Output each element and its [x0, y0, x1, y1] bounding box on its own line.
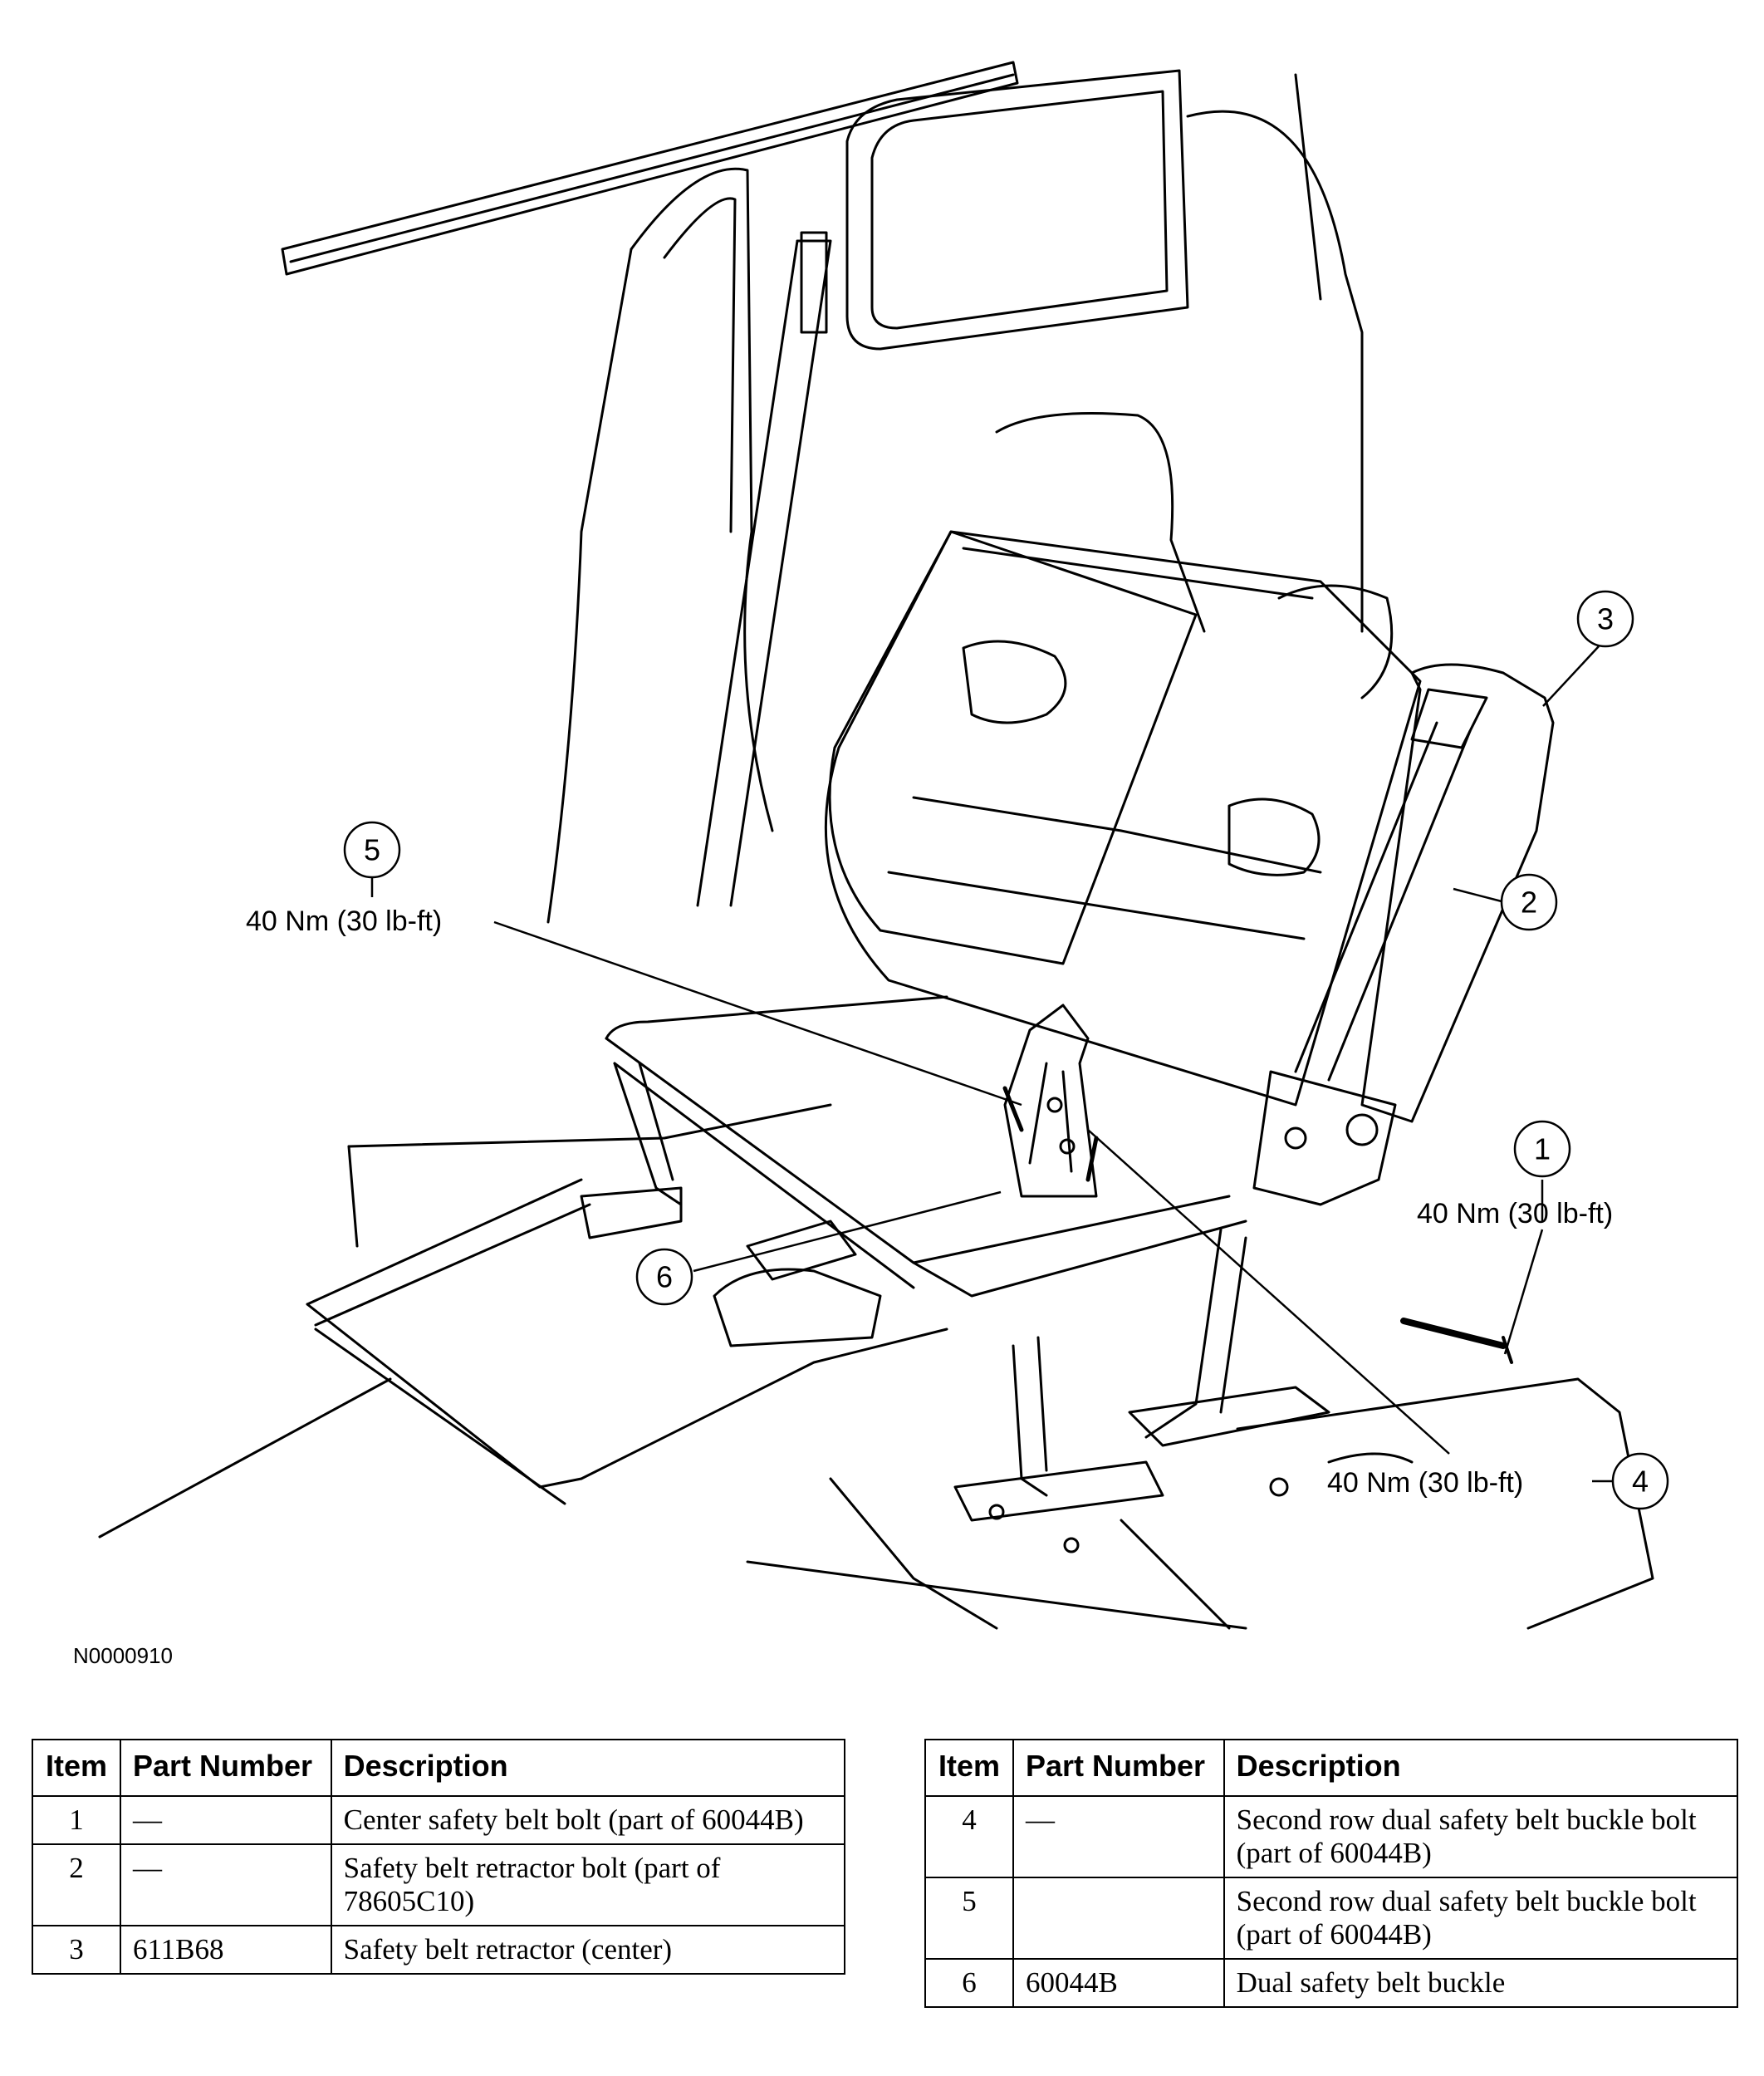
table-row: 3 611B68 Safety belt retractor (center) [32, 1925, 846, 1975]
callout-3: 3 [1576, 590, 1634, 648]
leader-2 [1453, 887, 1502, 903]
callout-6-number: 6 [656, 1260, 673, 1294]
table-header-row: Item Part Number Description [924, 1739, 1739, 1797]
table-header-row: Item Part Number Description [32, 1739, 846, 1797]
table-row: 1 — Center safety belt bolt (part of 600… [32, 1795, 846, 1845]
cell-description: Second row dual safety belt buckle bolt … [1223, 1795, 1739, 1878]
cell-item: 1 [32, 1795, 121, 1845]
parts-table-left: Item Part Number Description 1 — Center … [32, 1739, 846, 1975]
header-item: Item [32, 1739, 121, 1797]
leader-6 [693, 1190, 1002, 1273]
header-item: Item [924, 1739, 1014, 1797]
callout-1: 1 40 Nm (30 lb-ft) [1417, 1120, 1613, 1229]
callout-2: 2 [1500, 873, 1558, 931]
callout-5: 5 40 Nm (30 lb-ft) [246, 821, 442, 937]
callout-2-number: 2 [1521, 886, 1537, 920]
cell-item: 5 [924, 1877, 1014, 1960]
table-row: 6 60044B Dual safety belt buckle [924, 1958, 1739, 2008]
table-row: 4 — Second row dual safety belt buckle b… [924, 1795, 1739, 1878]
cell-part-number: — [119, 1843, 332, 1926]
cell-description: Center safety belt bolt (part of 60044B) [330, 1795, 846, 1845]
callout-4-torque: 40 Nm (30 lb-ft) [1327, 1467, 1523, 1499]
callout-4-circle [1611, 1452, 1669, 1510]
cell-part-number: — [1012, 1795, 1225, 1878]
figure-id: N0000910 [73, 1643, 173, 1668]
cell-part-number [1012, 1877, 1225, 1960]
callout-5-circle [343, 821, 401, 879]
leader-5 [370, 876, 1022, 1107]
cell-part-number: 611B68 [119, 1925, 332, 1975]
callout-1-torque: 40 Nm (30 lb-ft) [1417, 1198, 1613, 1229]
cell-description: Dual safety belt buckle [1223, 1958, 1739, 2008]
leader-1 [1503, 1180, 1544, 1355]
leader-lines [370, 645, 1613, 1483]
cell-item: 6 [924, 1958, 1014, 2008]
leader-4 [1087, 1129, 1613, 1483]
callout-1-number: 1 [1534, 1132, 1551, 1166]
seat-belt-diagram: 1 40 Nm (30 lb-ft) 2 3 4 40 Nm (30 lb-ft… [98, 61, 1669, 1630]
parts-table-right: Item Part Number Description 4 — Second … [924, 1739, 1739, 2008]
cell-item: 4 [924, 1795, 1014, 1878]
header-part-number: Part Number [119, 1739, 332, 1797]
callout-4: 4 40 Nm (30 lb-ft) [1327, 1452, 1669, 1510]
callout-1-circle [1513, 1120, 1571, 1178]
callout-5-number: 5 [364, 833, 380, 867]
callout-3-circle [1576, 590, 1634, 648]
callout-6: 6 [635, 1248, 693, 1306]
cell-part-number: 60044B [1012, 1958, 1225, 2008]
header-description: Description [330, 1739, 846, 1797]
leader-3 [1542, 645, 1600, 707]
cell-part-number: — [119, 1795, 332, 1845]
header-part-number: Part Number [1012, 1739, 1225, 1797]
table-row: 2 — Safety belt retractor bolt (part of … [32, 1843, 846, 1926]
callout-5-torque: 40 Nm (30 lb-ft) [246, 905, 442, 937]
vehicle-drawing [98, 61, 1654, 1630]
cell-item: 2 [32, 1843, 121, 1926]
callout-2-circle [1500, 873, 1558, 931]
callout-3-number: 3 [1597, 602, 1614, 636]
callout-6-circle [635, 1248, 693, 1306]
callout-4-number: 4 [1632, 1465, 1649, 1499]
cell-item: 3 [32, 1925, 121, 1975]
cell-description: Safety belt retractor (center) [330, 1925, 846, 1975]
table-row: 5 Second row dual safety belt buckle bol… [924, 1877, 1739, 1960]
header-description: Description [1223, 1739, 1739, 1797]
cell-description: Second row dual safety belt buckle bolt … [1223, 1877, 1739, 1960]
cell-description: Safety belt retractor bolt (part of 7860… [330, 1843, 846, 1926]
